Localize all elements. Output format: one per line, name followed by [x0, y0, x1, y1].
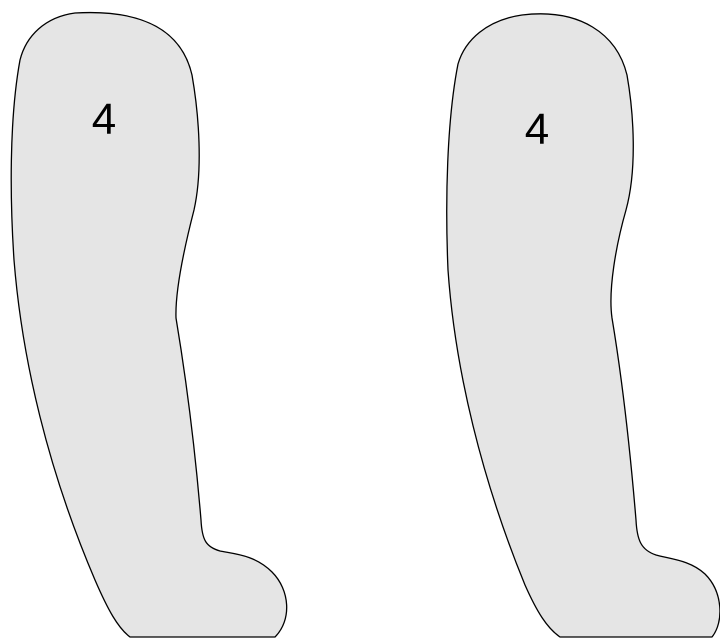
- piece-number-label-left: 4: [92, 95, 116, 144]
- piece-number-label-right: 4: [525, 105, 549, 154]
- pattern-piece-left: 4: [11, 13, 286, 637]
- pattern-piece-right: 4: [447, 14, 720, 637]
- pattern-piece-right-outline: [447, 14, 720, 637]
- pattern-piece-left-outline: [11, 13, 286, 637]
